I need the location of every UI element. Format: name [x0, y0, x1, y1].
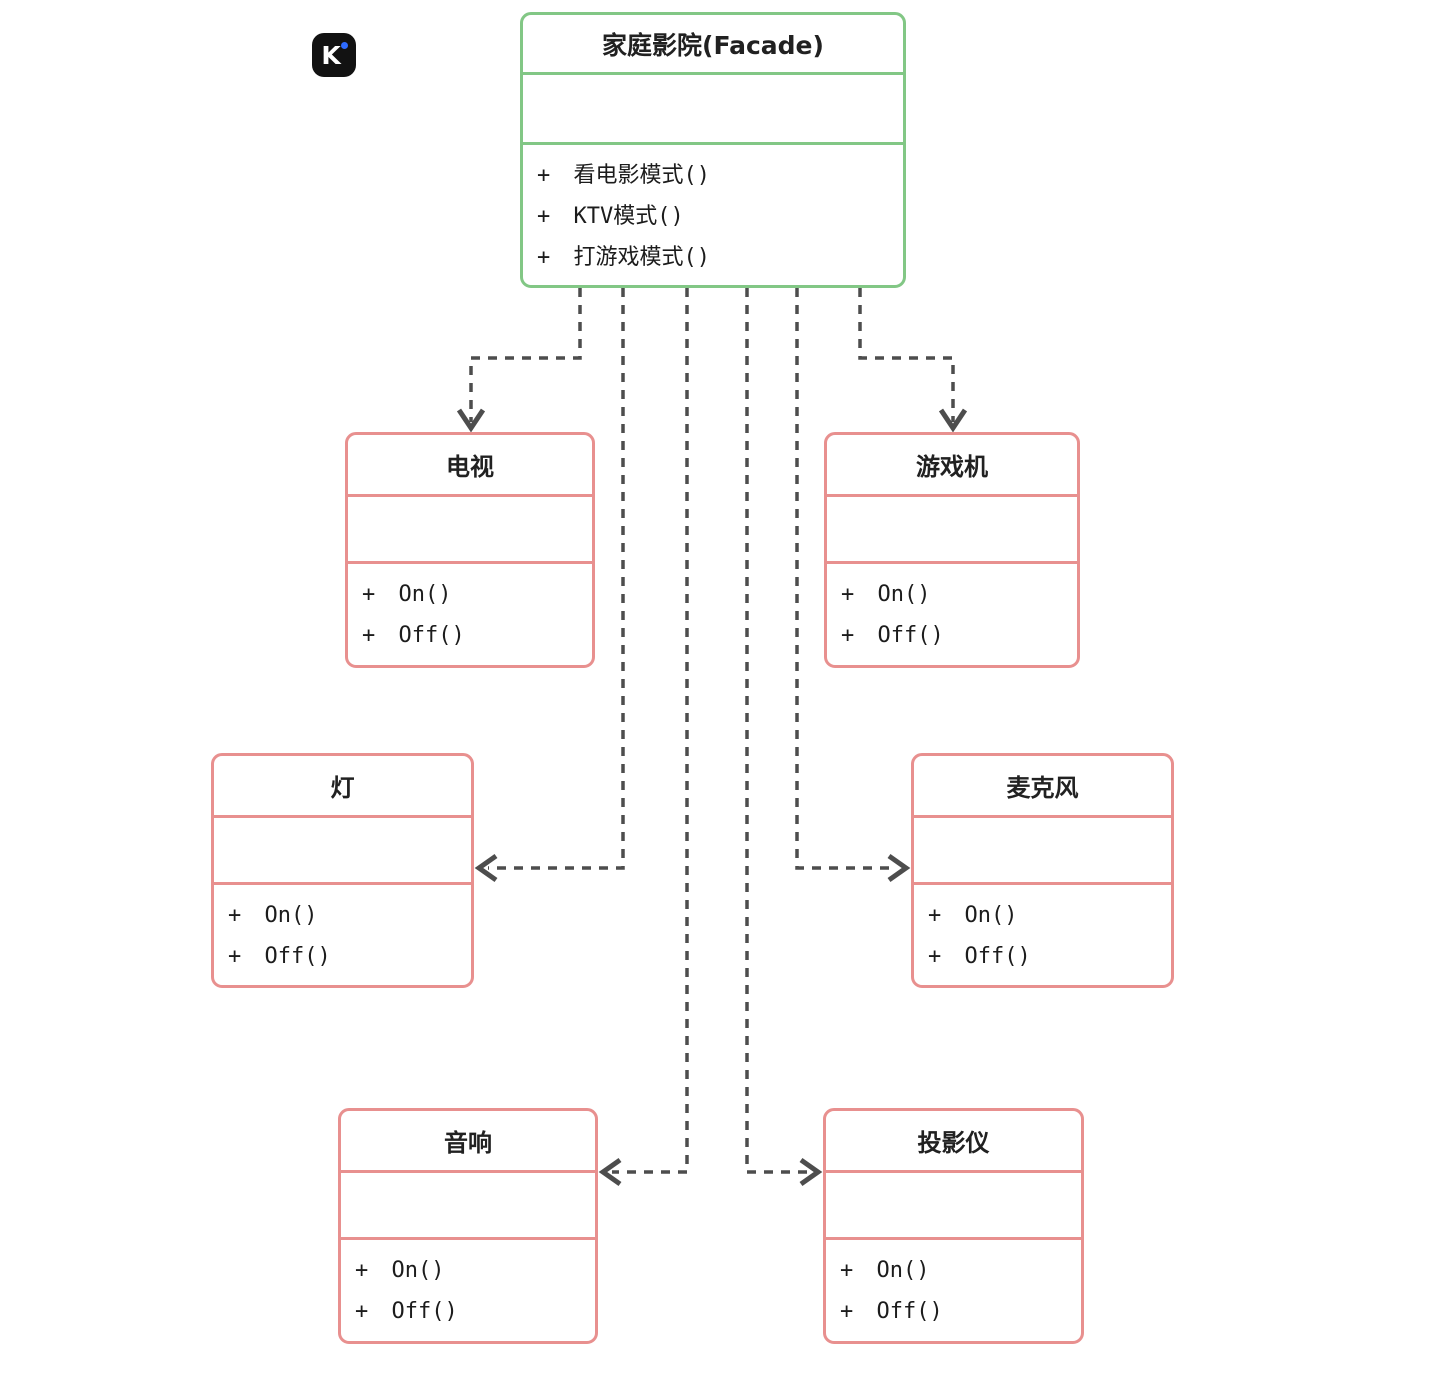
class-attributes-section: [214, 818, 471, 885]
method-off: + Off(): [362, 623, 465, 648]
method-on: + On(): [840, 1258, 930, 1283]
class-attributes-section: [826, 1173, 1081, 1240]
class-box-light: 灯 + On() + Off(): [211, 753, 474, 988]
arrowhead-down-icon: [456, 408, 486, 433]
method-off: + Off(): [841, 623, 944, 648]
arrowhead-right-icon: [887, 853, 911, 883]
class-box-projector: 投影仪 + On() + Off(): [823, 1108, 1084, 1344]
class-title: 电视: [348, 435, 592, 497]
class-methods-section: + On() + Off(): [914, 885, 1171, 985]
class-box-game-console: 游戏机 + On() + Off(): [824, 432, 1080, 668]
class-methods-section: + 看电影模式() + KTV模式() + 打游戏模式(): [523, 145, 903, 285]
method-movie-mode: + 看电影模式(): [537, 163, 710, 188]
class-methods-section: + On() + Off(): [826, 1240, 1081, 1341]
class-methods-section: + On() + Off(): [341, 1240, 595, 1341]
method-on: + On(): [841, 582, 931, 607]
class-title: 灯: [214, 756, 471, 818]
method-on: + On(): [355, 1258, 445, 1283]
class-title: 游戏机: [827, 435, 1077, 497]
logo-dot-icon: [341, 42, 348, 49]
class-methods-section: + On() + Off(): [827, 564, 1077, 665]
watermark-logo: K: [312, 33, 356, 77]
class-attributes-section: [348, 497, 592, 564]
method-off: + Off(): [228, 944, 331, 969]
connector-facade-to-speaker: [598, 288, 689, 1187]
arrowhead-left-icon: [474, 853, 498, 883]
method-off: + Off(): [355, 1299, 458, 1324]
class-title: 音响: [341, 1111, 595, 1173]
connector-facade-to-projector: [745, 288, 823, 1187]
class-attributes-section: [827, 497, 1077, 564]
method-off: + Off(): [928, 944, 1031, 969]
class-box-speaker: 音响 + On() + Off(): [338, 1108, 598, 1344]
method-on: + On(): [228, 903, 318, 928]
class-title: 家庭影院(Facade): [523, 15, 903, 75]
method-off: + Off(): [840, 1299, 943, 1324]
class-box-facade: 家庭影院(Facade) + 看电影模式() + KTV模式() + 打游戏模式…: [520, 12, 906, 288]
class-attributes-section: [341, 1173, 595, 1240]
class-title: 投影仪: [826, 1111, 1081, 1173]
method-ktv-mode: + KTV模式(): [537, 204, 684, 229]
class-box-microphone: 麦克风 + On() + Off(): [911, 753, 1174, 988]
method-game-mode: + 打游戏模式(): [537, 245, 710, 270]
method-on: + On(): [362, 582, 452, 607]
class-methods-section: + On() + Off(): [214, 885, 471, 985]
connector-facade-to-tv: [456, 288, 582, 433]
method-on: + On(): [928, 903, 1018, 928]
class-methods-section: + On() + Off(): [348, 564, 592, 665]
arrowhead-left-icon: [598, 1157, 622, 1187]
class-attributes-section: [914, 818, 1171, 885]
class-attributes-section: [523, 75, 903, 145]
arrowhead-right-icon: [799, 1157, 823, 1187]
class-box-tv: 电视 + On() + Off(): [345, 432, 595, 668]
connector-facade-to-game-console: [858, 288, 968, 433]
class-title: 麦克风: [914, 756, 1171, 818]
logo-letter: K: [321, 40, 341, 70]
arrowhead-down-icon: [938, 408, 968, 433]
